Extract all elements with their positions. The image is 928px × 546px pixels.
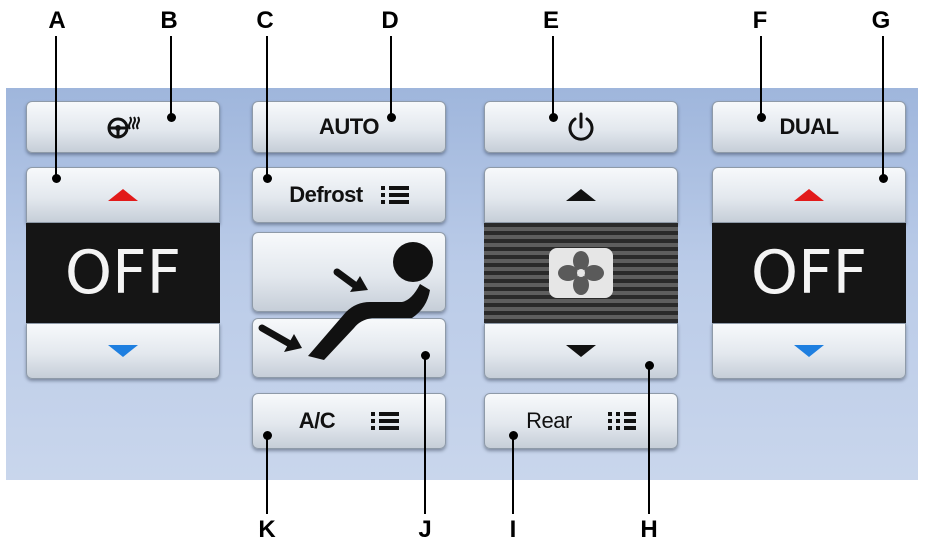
temp-down-arrow-icon xyxy=(107,344,139,358)
callout-i-dot xyxy=(509,431,518,440)
rear-label: Rear xyxy=(526,408,572,433)
callout-d-label: D xyxy=(381,7,399,34)
fan-up-arrow-icon xyxy=(565,188,597,202)
temp-down-arrow-icon xyxy=(793,344,825,358)
callout-b-dot xyxy=(167,113,176,122)
dual-label: DUAL xyxy=(779,114,839,139)
fan-speed-display xyxy=(484,223,678,323)
power-icon xyxy=(566,112,596,142)
fan-speed-down-button[interactable] xyxy=(484,323,678,379)
defrost-button[interactable]: Defrost xyxy=(252,167,446,223)
callout-f-label: F xyxy=(752,7,768,34)
callout-k-label: K xyxy=(258,516,276,543)
callout-h-leader xyxy=(648,366,650,514)
driver-temp-display: OFF xyxy=(26,223,220,323)
callout-i-label: I xyxy=(509,516,517,543)
callout-e-leader xyxy=(552,36,554,115)
fan-speed-up-button[interactable] xyxy=(484,167,678,223)
passenger-temp-up-button[interactable] xyxy=(712,167,906,223)
callout-j-label: J xyxy=(418,516,432,543)
callout-g-leader xyxy=(882,36,884,176)
callout-a-leader xyxy=(55,36,57,176)
rear-button[interactable]: Rear xyxy=(484,393,678,449)
temp-up-arrow-icon xyxy=(107,188,139,202)
auto-button[interactable]: AUTO xyxy=(252,101,446,153)
dual-button[interactable]: DUAL xyxy=(712,101,906,153)
callout-a-label: A xyxy=(48,7,66,34)
callout-h-label: H xyxy=(640,516,658,543)
callout-f-leader xyxy=(760,36,762,115)
indicator-lines-icon xyxy=(607,411,636,431)
callout-k-leader xyxy=(266,436,268,514)
callout-j-leader xyxy=(424,356,426,514)
callout-c-leader xyxy=(266,36,268,176)
callout-g-dot xyxy=(879,174,888,183)
callout-e-label: E xyxy=(542,7,559,34)
callout-d-leader xyxy=(390,36,392,115)
passenger-temp-display: OFF xyxy=(712,223,906,323)
indicator-lines-icon xyxy=(371,411,400,431)
callout-d-dot xyxy=(387,113,396,122)
ac-label: A/C xyxy=(298,408,336,433)
callout-k-dot xyxy=(263,431,272,440)
callout-f-dot xyxy=(757,113,766,122)
callout-a-dot xyxy=(52,174,61,183)
ac-button[interactable]: A/C xyxy=(252,393,446,449)
fan-down-arrow-icon xyxy=(565,344,597,358)
temp-up-arrow-icon xyxy=(793,188,825,202)
heated-steering-wheel-button[interactable] xyxy=(26,101,220,153)
auto-label: AUTO xyxy=(319,114,379,139)
passenger-temp-down-button[interactable] xyxy=(712,323,906,379)
heated-steering-wheel-icon xyxy=(106,114,140,140)
power-button[interactable] xyxy=(484,101,678,153)
callout-j-dot xyxy=(421,351,430,360)
callout-b-leader xyxy=(170,36,172,115)
callout-b-label: B xyxy=(160,7,178,34)
indicator-lines-icon xyxy=(380,185,409,205)
callout-c-dot xyxy=(263,174,272,183)
callout-i-leader xyxy=(512,436,514,514)
driver-temp-down-button[interactable] xyxy=(26,323,220,379)
callout-c-label: C xyxy=(256,7,274,34)
callout-e-dot xyxy=(549,113,558,122)
callout-h-dot xyxy=(645,361,654,370)
fan-icon xyxy=(549,248,613,298)
defrost-label: Defrost xyxy=(289,182,363,207)
airflow-seat-icon xyxy=(252,232,446,378)
callout-g-label: G xyxy=(871,7,891,34)
